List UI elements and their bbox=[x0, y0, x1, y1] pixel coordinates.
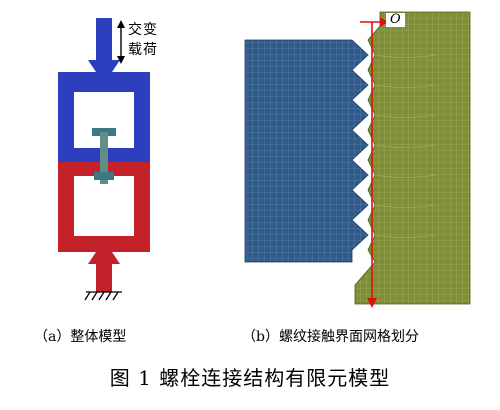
origin-label: O bbox=[386, 13, 405, 27]
origin-axis-icon bbox=[360, 17, 388, 308]
caption-panel-b: （b）螺纹接触界面网格划分 bbox=[242, 329, 419, 345]
upper-clamp-frame bbox=[58, 72, 150, 162]
figure-title: 图 1 螺栓连接结构有限元模型 bbox=[109, 366, 391, 390]
overall-model-drawing bbox=[58, 18, 150, 301]
bolt-nut bbox=[94, 172, 114, 180]
upper-shank bbox=[96, 18, 112, 70]
lower-shank bbox=[96, 250, 112, 292]
thread-mesh-drawing bbox=[244, 11, 471, 308]
caption-panel-a: （a）整体模型 bbox=[34, 329, 127, 345]
load-arrow-icon bbox=[117, 20, 125, 64]
fixed-support-icon bbox=[84, 291, 122, 301]
load-label-line2: 载荷 bbox=[128, 42, 158, 58]
lower-clamp-frame bbox=[58, 162, 150, 252]
bolt-thread-mesh bbox=[244, 39, 369, 263]
thread-flank-lines bbox=[374, 54, 436, 238]
overall-model-figure: 交变 载荷 bbox=[0, 0, 220, 320]
bolt-shank bbox=[100, 132, 108, 184]
load-label-line1: 交变 bbox=[128, 22, 158, 38]
thread-mesh-figure: O bbox=[230, 0, 500, 320]
